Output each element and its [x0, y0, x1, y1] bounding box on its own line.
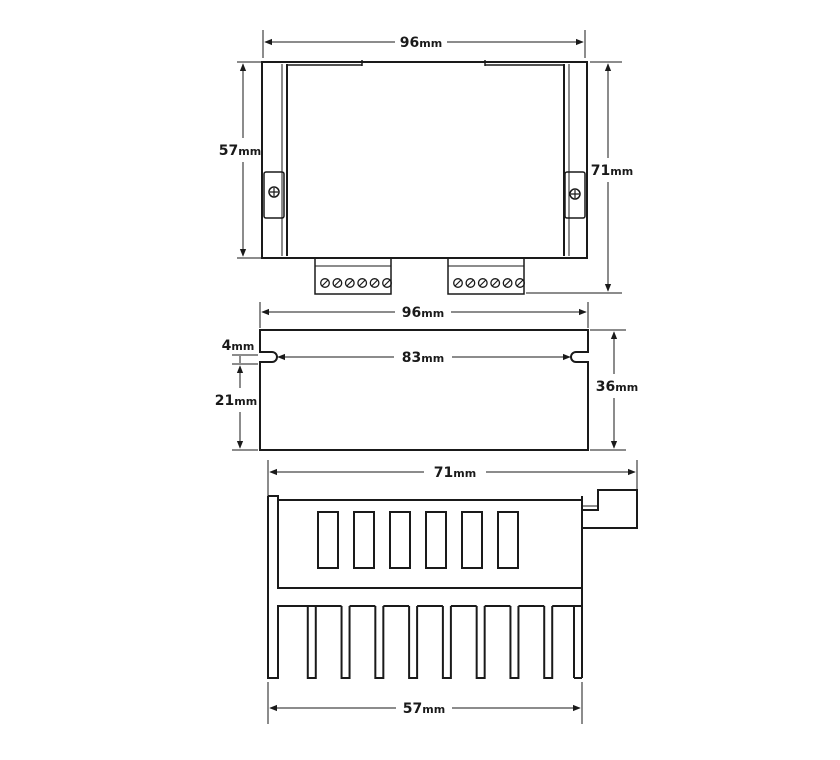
heatsink-fin — [509, 606, 520, 679]
terminal-screw-slot — [346, 279, 354, 287]
terminal-screw-slot — [333, 279, 341, 287]
terminal-body-left — [314, 257, 392, 295]
terminal-screw — [357, 278, 368, 288]
terminal-screw-slot — [479, 279, 487, 287]
dim-label-side-width: 96mm — [402, 305, 444, 321]
terminal-screw — [490, 278, 501, 288]
terminal-screw-slot — [371, 279, 379, 287]
terminal-screw-slot — [383, 279, 391, 287]
terminal-screw — [502, 278, 513, 288]
terminal-screw — [320, 278, 330, 288]
heatsink-fin — [374, 606, 385, 679]
terminal-screw — [369, 278, 380, 288]
terminal-screw-slot — [454, 279, 462, 287]
dim-label-top-outer-height-value: 71 — [591, 163, 610, 179]
terminal-screw-slot — [491, 279, 499, 287]
dim-label-body-unit: mm — [234, 395, 257, 408]
screw-cross-left — [270, 188, 278, 196]
vent-window — [353, 511, 375, 569]
dim-label-side-height-value: 36 — [596, 379, 615, 395]
mounting-tab-left — [263, 171, 285, 219]
terminal-screw — [477, 278, 488, 288]
connector-bracket — [582, 489, 638, 529]
terminal-block-left — [314, 257, 392, 295]
dim-label-hole-spacing: 83mm — [402, 350, 444, 366]
vent-window — [317, 511, 339, 569]
vent-window — [389, 511, 411, 569]
terminal-screw-slot — [358, 279, 366, 287]
terminal-screw — [453, 278, 463, 288]
top-view: 96mm 57mm 71mm — [219, 30, 633, 295]
dim-label-side-width-unit: mm — [421, 307, 444, 320]
terminal-screw — [515, 278, 525, 288]
dim-label-slot: 4mm — [222, 338, 255, 354]
heatsink-fin — [441, 606, 452, 679]
terminal-screw-slot — [504, 279, 512, 287]
terminal-pins-left — [320, 278, 392, 288]
terminal-screw — [382, 278, 392, 288]
dim-label-end-width-value: 71 — [434, 465, 453, 481]
heatsink-fin — [340, 606, 351, 679]
terminal-screw — [344, 278, 355, 288]
dim-label-end-width: 71mm — [434, 465, 476, 481]
dim-label-side-width-value: 96 — [402, 305, 421, 321]
vent-window — [497, 511, 519, 569]
dim-label-top-outer-height: 71mm — [591, 163, 633, 179]
dim-label-top-width-value: 96 — [400, 35, 419, 51]
dim-label-end-base-unit: mm — [422, 703, 445, 716]
dim-label-top-inner-height-unit: mm — [238, 145, 261, 158]
dim-label-slot-unit: mm — [231, 340, 254, 353]
dim-label-end-base-value: 57 — [403, 701, 422, 717]
terminal-screw — [465, 278, 476, 288]
screw-cross-right — [571, 190, 579, 198]
side-view: 96mm 83mm 4mm 21mm 36mm — [215, 302, 638, 451]
dim-label-top-width-unit: mm — [419, 37, 442, 50]
side-view-outline — [259, 329, 589, 451]
heatsink-fins — [306, 605, 582, 679]
dim-label-top-outer-height-unit: mm — [610, 165, 633, 178]
vent-windows — [317, 511, 519, 569]
dim-label-side-height-unit: mm — [615, 381, 638, 394]
screw-icon — [569, 188, 581, 200]
terminal-block-right — [447, 257, 525, 295]
terminal-screw-slot — [321, 279, 329, 287]
terminal-pins-right — [453, 278, 525, 288]
heatsink-fin — [475, 606, 486, 679]
heatsink-fin — [408, 606, 419, 679]
dim-label-top-inner-height: 57mm — [219, 143, 261, 159]
screw-icon — [268, 186, 280, 198]
dim-label-slot-value: 4 — [222, 338, 232, 354]
heatsink-fin — [306, 606, 317, 679]
dim-label-side-height: 36mm — [596, 379, 638, 395]
dim-label-top-inner-height-value: 57 — [219, 143, 238, 159]
end-view: 71mm 57mm — [267, 460, 638, 724]
terminal-screw-slot — [516, 279, 524, 287]
terminal-screw-slot — [466, 279, 474, 287]
mounting-tab-right — [564, 171, 586, 219]
dim-label-top-width: 96mm — [400, 35, 442, 51]
vent-window — [425, 511, 447, 569]
dim-label-hole-spacing-value: 83 — [402, 350, 421, 366]
vent-window — [461, 511, 483, 569]
dim-label-end-base: 57mm — [403, 701, 445, 717]
dim-label-hole-spacing-unit: mm — [421, 352, 444, 365]
heatsink-fin — [543, 606, 554, 679]
top-view-outline — [261, 61, 588, 259]
dim-label-body-value: 21 — [215, 393, 234, 409]
terminal-body-right — [447, 257, 525, 295]
dim-label-body: 21mm — [215, 393, 257, 409]
dim-label-end-width-unit: mm — [453, 467, 476, 480]
terminal-screw — [332, 278, 343, 288]
